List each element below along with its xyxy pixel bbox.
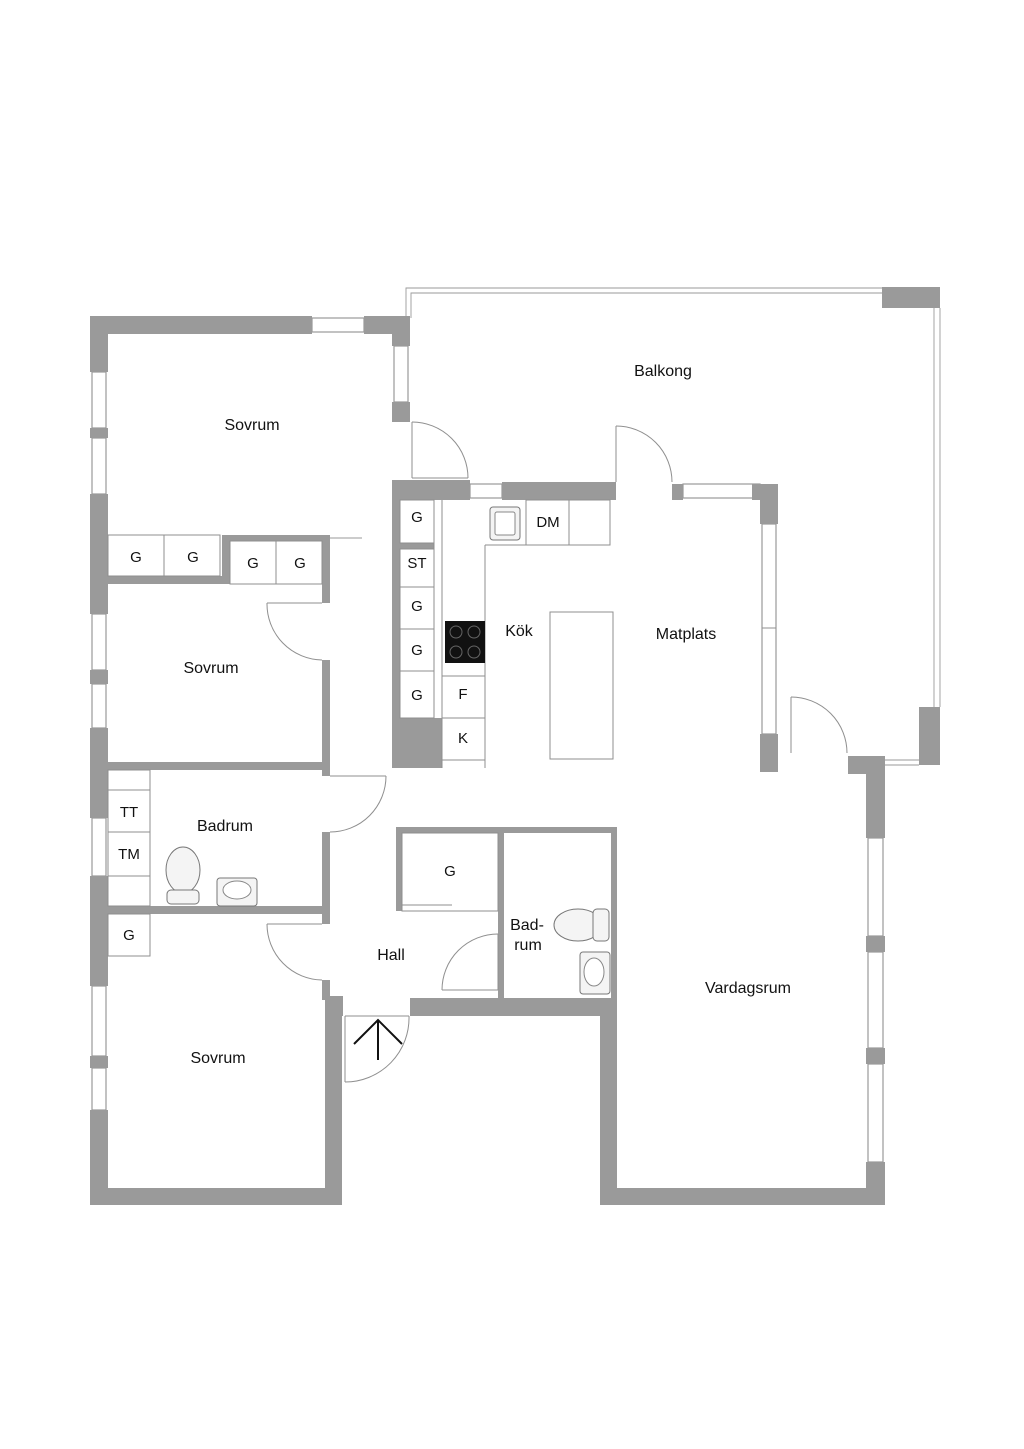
label-sovrum-mid: Sovrum (183, 660, 238, 677)
label-g: G (444, 863, 456, 880)
balcony-outline (405, 287, 941, 766)
cabinets (107, 499, 614, 957)
label-badrum-small-2: rum (514, 937, 542, 954)
label-g: G (411, 509, 423, 526)
label-g: G (130, 549, 142, 566)
label-tt: TT (120, 804, 138, 821)
toilet-icon (165, 846, 201, 905)
label-g: G (123, 927, 135, 944)
label-g: G (294, 555, 306, 572)
label-st: ST (407, 555, 426, 572)
label-g: G (411, 598, 423, 615)
label-f: F (458, 686, 467, 703)
label-dm: DM (536, 514, 559, 531)
entrance-arrow-icon (353, 1018, 403, 1060)
label-sovrum-top: Sovrum (224, 417, 279, 434)
interior-walls (108, 500, 617, 1000)
label-matplats: Matplats (656, 626, 716, 643)
doors (266, 421, 848, 1083)
label-g: G (187, 549, 199, 566)
label-g: G (411, 642, 423, 659)
label-hall: Hall (377, 947, 405, 964)
label-k: K (458, 730, 468, 747)
sink-icon (579, 951, 611, 995)
sink-icon (216, 877, 258, 907)
label-badrum-small-1: Bad- (510, 917, 544, 934)
label-g: G (411, 687, 423, 704)
stove-icon (445, 621, 485, 663)
fixture-labels: G G G G G ST G G G DM F K TT TM G G (118, 509, 560, 944)
label-sovrum-bottom: Sovrum (190, 1050, 245, 1067)
label-vardagsrum: Vardagsrum (705, 980, 791, 997)
label-kok: Kök (505, 623, 534, 640)
sink-icon (489, 506, 521, 541)
label-badrum-left: Badrum (197, 818, 253, 835)
label-g: G (247, 555, 259, 572)
label-tm: TM (118, 846, 140, 863)
room-labels: Balkong Sovrum Sovrum Sovrum Kök Matplat… (183, 363, 791, 1067)
label-balkong: Balkong (634, 363, 692, 380)
exterior-walls (90, 316, 885, 1205)
toilet-icon (553, 908, 610, 942)
